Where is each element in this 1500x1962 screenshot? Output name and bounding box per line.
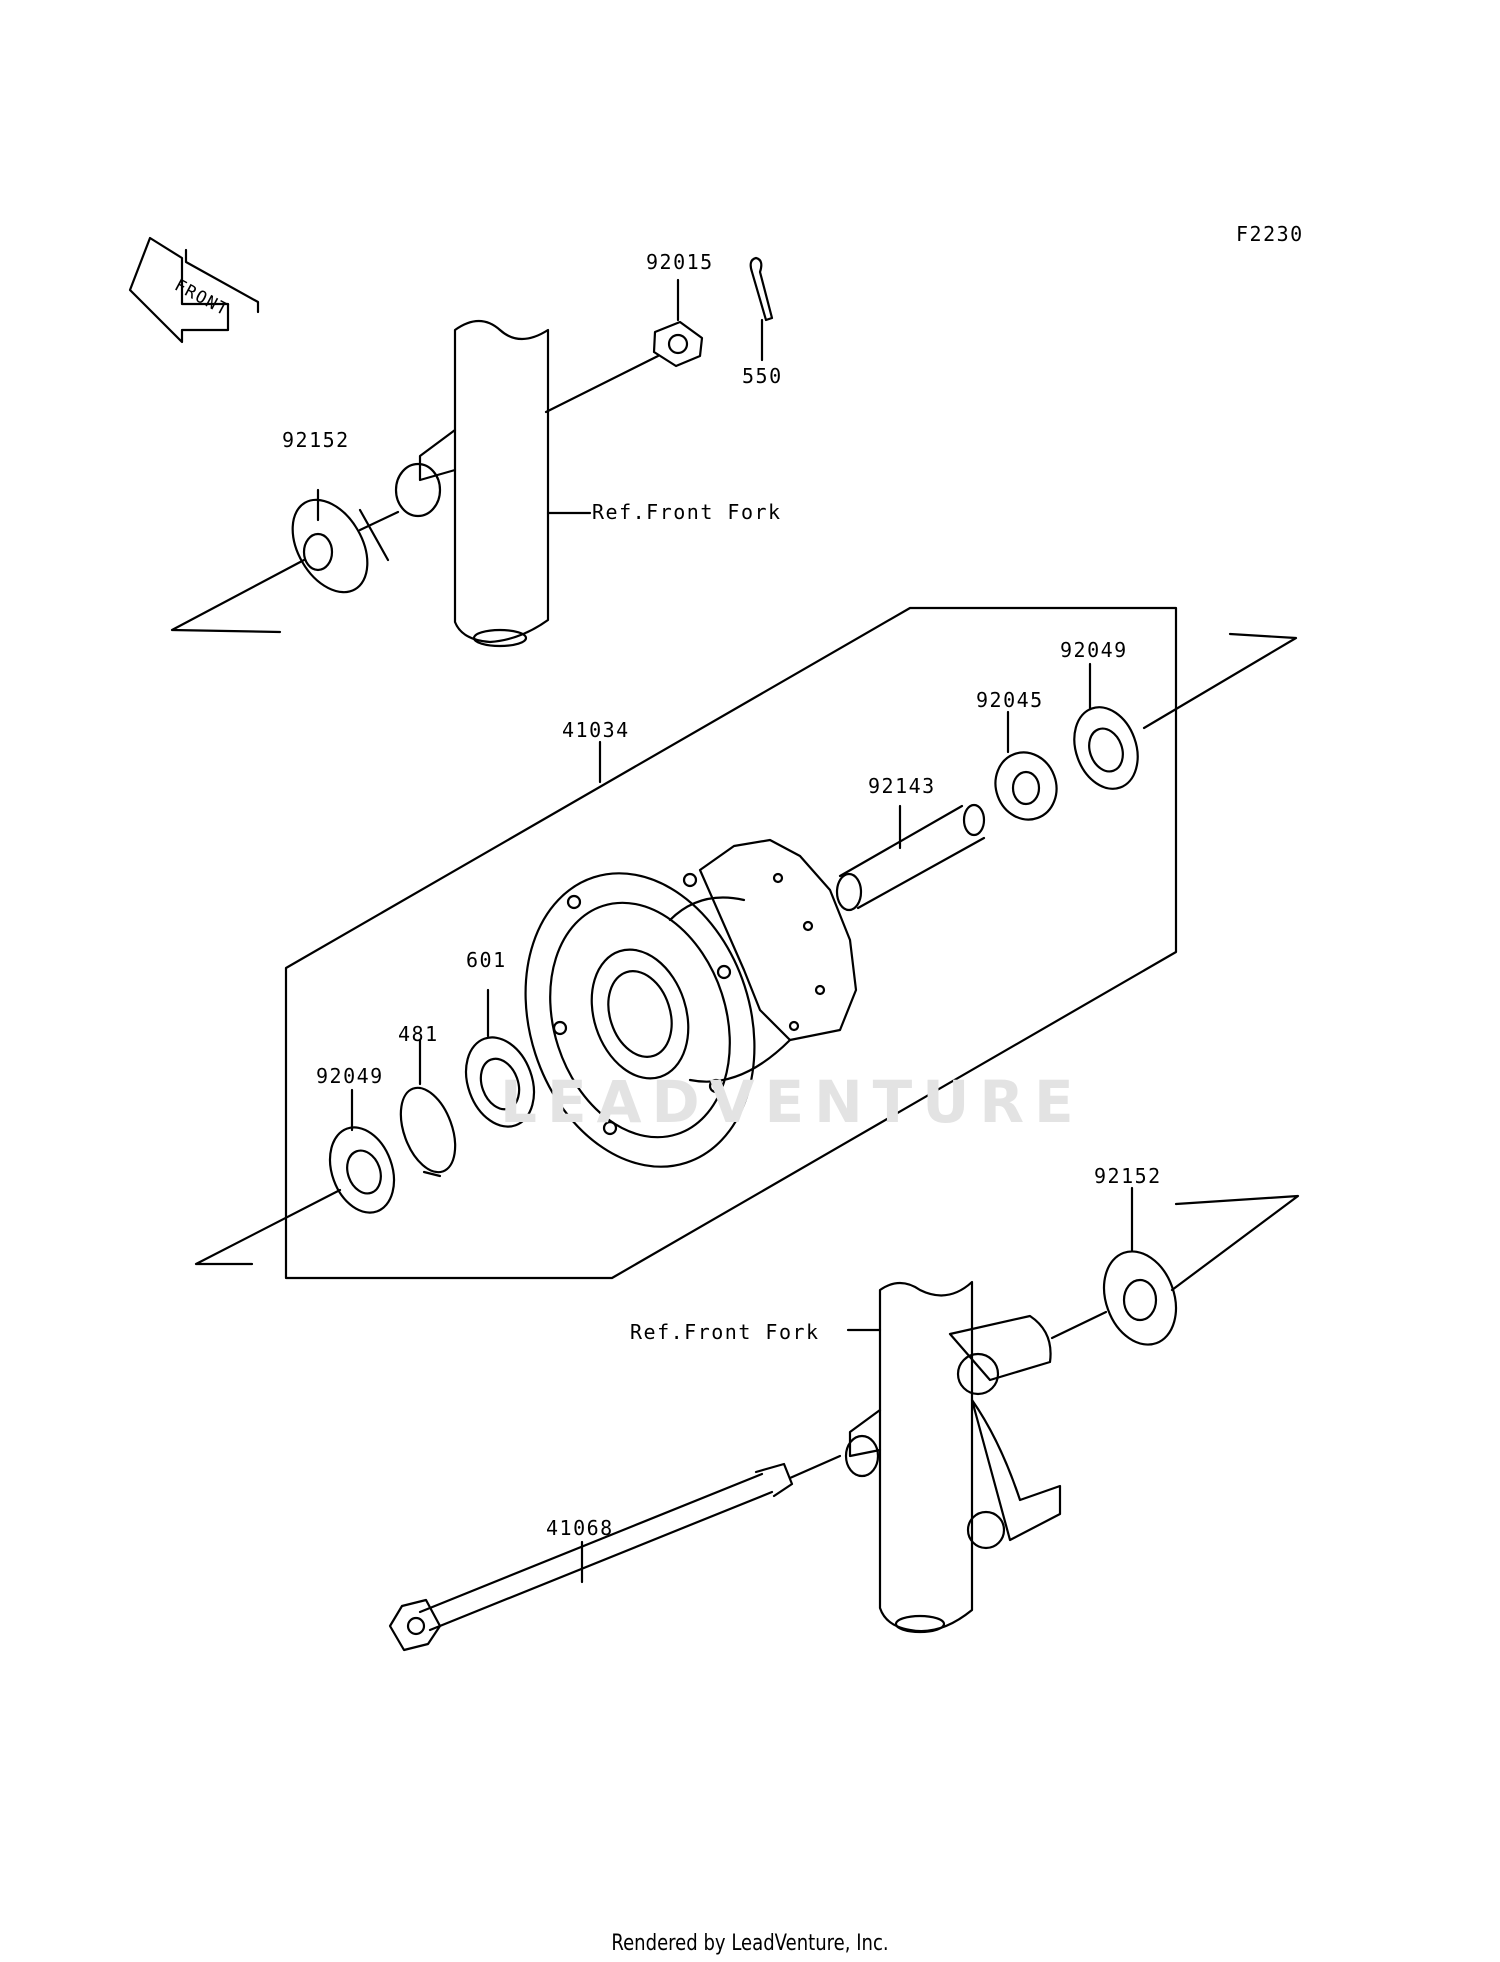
lower-front-fork — [844, 1280, 1062, 1634]
part-label-41068[interactable]: 41068 — [546, 1516, 614, 1540]
upper-front-fork — [394, 319, 660, 648]
seal-92049-right-icon — [1073, 632, 1298, 790]
circlip-481-icon — [399, 1038, 457, 1178]
hub-assembly-frame — [284, 606, 1178, 1280]
collar-92152-left-icon — [170, 488, 400, 634]
part-label-92049-left[interactable]: 92049 — [316, 1064, 384, 1088]
watermark-text: LEADVENTURE — [500, 1068, 1084, 1136]
nut-92015-icon — [652, 278, 704, 368]
footer-credit: Rendered by LeadVenture, Inc. — [611, 1931, 889, 1956]
part-label-92143[interactable]: 92143 — [868, 774, 936, 798]
part-label-92015[interactable]: 92015 — [646, 250, 714, 274]
part-label-601[interactable]: 601 — [466, 948, 507, 972]
seal-92049-left-icon — [194, 1088, 396, 1266]
bearing-92045-icon — [994, 710, 1058, 821]
part-label-92045[interactable]: 92045 — [976, 688, 1044, 712]
part-label-92152-right[interactable]: 92152 — [1094, 1164, 1162, 1188]
bearing-601-icon — [464, 988, 536, 1128]
part-label-550[interactable]: 550 — [742, 364, 783, 388]
collar-92152-right-icon — [1050, 1186, 1300, 1346]
axle-41068-icon — [388, 1454, 842, 1652]
diagram-id-label: F2230 — [1236, 222, 1304, 246]
ref-front-fork-upper-label: Ref.Front Fork — [592, 500, 782, 524]
part-label-481[interactable]: 481 — [398, 1022, 439, 1046]
part-label-92152-left[interactable]: 92152 — [282, 428, 350, 452]
ref-front-fork-lower-label: Ref.Front Fork — [630, 1320, 820, 1344]
front-arrow-icon — [128, 236, 260, 344]
part-label-92049-right[interactable]: 92049 — [1060, 638, 1128, 662]
hub-41034-icon — [524, 838, 858, 1168]
spacer-92143-icon — [835, 803, 986, 912]
part-label-41034[interactable]: 41034 — [562, 718, 630, 742]
cotter-pin-550-icon — [749, 256, 774, 362]
